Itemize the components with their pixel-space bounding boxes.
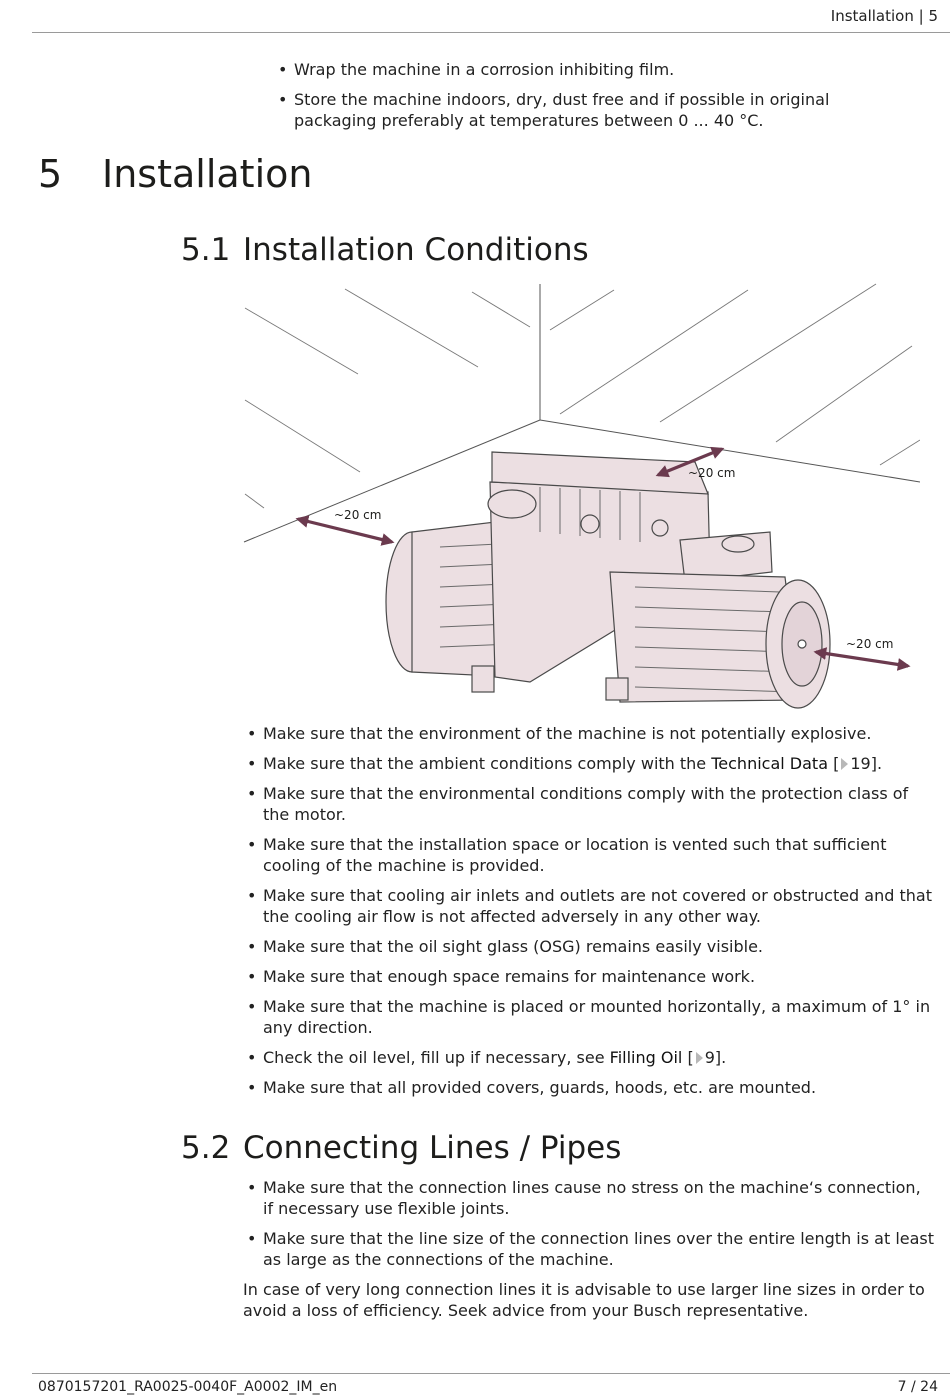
footer-rule (32, 1373, 950, 1374)
section-heading-5-1: 5.1 Installation Conditions (181, 232, 589, 268)
chapter-heading: 5 Installation (38, 152, 312, 196)
clearance-illustration: ~20 cm ~20 cm ~20 cm (243, 283, 921, 709)
list-item: Wrap the machine in a corrosion inhibiti… (276, 59, 916, 80)
installation-conditions-list: Make sure that the environment of the ma… (245, 723, 935, 1107)
list-item: Check the oil level, fill up if necessar… (245, 1047, 935, 1068)
page-reference: 9 (704, 1048, 715, 1067)
page-reference-triangle-icon (695, 1052, 703, 1064)
filling-oil-link[interactable]: Filling Oil (609, 1048, 683, 1067)
clearance-label-back: ~20 cm (688, 466, 735, 480)
list-item: Make sure that the ambient conditions co… (245, 753, 935, 774)
page-reference-triangle-icon (841, 758, 849, 770)
clearance-label-right: ~20 cm (846, 637, 893, 651)
list-item: Make sure that cooling air inlets and ou… (245, 885, 935, 927)
list-item: Make sure that all provided covers, guar… (245, 1077, 935, 1098)
chapter-title: Installation (102, 152, 313, 196)
list-item: Make sure that the connection lines caus… (245, 1177, 935, 1219)
section-number: 5.1 (181, 232, 231, 268)
section-number: 5.2 (181, 1130, 231, 1166)
wall-corner-lines (243, 284, 921, 543)
page-number: 7 / 24 (897, 1379, 938, 1395)
list-item: Make sure that the line size of the conn… (245, 1228, 935, 1270)
list-item: Make sure that the installation space or… (245, 834, 935, 876)
connecting-lines-paragraph: In case of very long connection lines it… (243, 1280, 925, 1320)
list-item: Make sure that the environmental conditi… (245, 783, 935, 825)
wall-hatching (244, 283, 921, 509)
list-item: Make sure that enough space remains for … (245, 966, 935, 987)
list-item: Make sure that the oil sight glass (OSG)… (245, 936, 935, 957)
clearance-arrows (295, 446, 911, 671)
running-header: Installation | 5 (830, 7, 938, 25)
section-title: Installation Conditions (243, 232, 589, 268)
technical-data-link[interactable]: Technical Data (711, 754, 828, 773)
storage-bullet-list: Wrap the machine in a corrosion inhibiti… (276, 59, 916, 140)
list-item: Make sure that the environment of the ma… (245, 723, 935, 744)
installation-clearance-figure: ~20 cm ~20 cm ~20 cm (240, 282, 921, 712)
list-item: Make sure that the machine is placed or … (245, 996, 935, 1038)
chapter-number: 5 (38, 152, 63, 196)
header-rule (32, 32, 950, 33)
section-title: Connecting Lines / Pipes (243, 1130, 622, 1166)
document-id: 0870157201_RA0025-0040F_A0002_IM_en (38, 1379, 338, 1395)
connecting-lines-list: Make sure that the connection lines caus… (245, 1177, 935, 1279)
section-heading-5-2: 5.2 Connecting Lines / Pipes (181, 1130, 621, 1166)
page-reference: 19 (850, 754, 871, 773)
vacuum-pump-machine (385, 451, 831, 709)
list-item: Store the machine indoors, dry, dust fre… (276, 89, 916, 131)
clearance-label-left: ~20 cm (334, 508, 381, 522)
